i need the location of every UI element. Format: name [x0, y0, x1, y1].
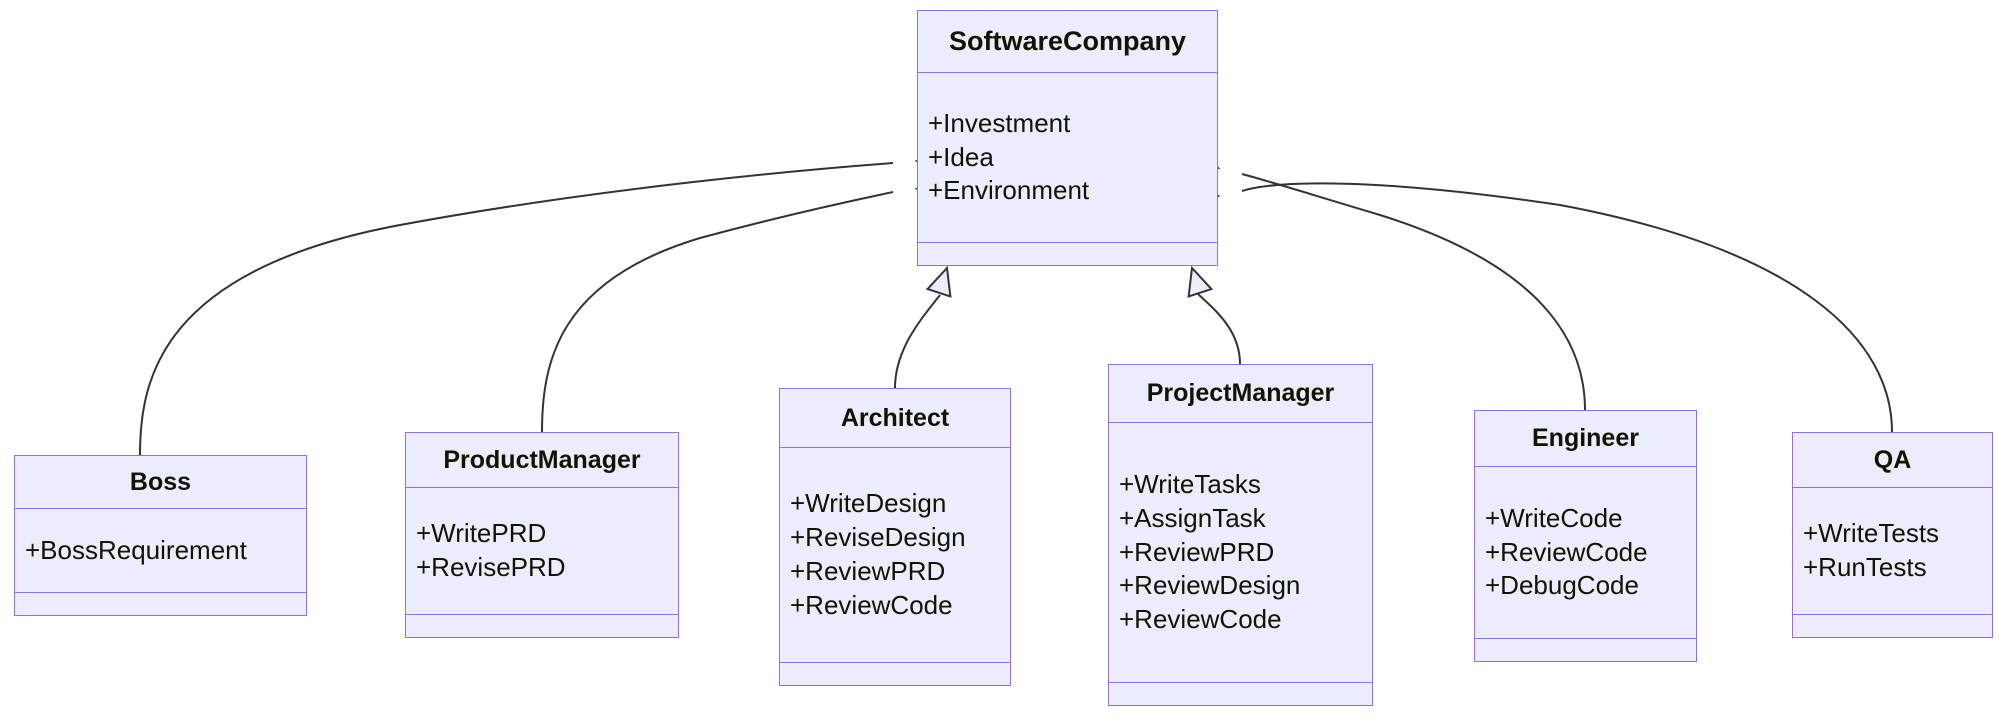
class-attribute: +ReviewCode	[790, 589, 953, 620]
class-attribute: +WriteTests	[1803, 518, 1940, 549]
class-attribute: +ReviewCode	[1119, 604, 1282, 635]
class-attribute: +ReviseDesign	[790, 522, 966, 553]
class-title-boss: Boss	[15, 456, 306, 509]
class-title-architect: Architect	[780, 389, 1010, 448]
class-node-softwarecompany[interactable]: SoftwareCompany+Investment+Idea+Environm…	[917, 10, 1218, 266]
class-attribute: +Investment	[928, 107, 1071, 138]
class-attributes-softwarecompany: +Investment+Idea+Environment	[918, 73, 1217, 243]
class-methods-architect	[780, 663, 1010, 685]
class-node-qa[interactable]: QA+WriteTests+RunTests	[1792, 432, 1993, 638]
class-attribute: +WriteTasks	[1119, 469, 1261, 499]
class-attributes-engineer: +WriteCode+ReviewCode+DebugCode	[1475, 467, 1696, 639]
arrowhead-architect-to-softwarecompany	[925, 265, 952, 298]
class-node-boss[interactable]: Boss +BossRequirement	[14, 455, 307, 616]
class-attribute: +ReviewDesign	[1119, 570, 1301, 601]
class-title-qa: QA	[1793, 433, 1992, 488]
class-attributes-qa: +WriteTests+RunTests	[1793, 488, 1992, 615]
class-attribute: +WriteCode	[1485, 502, 1623, 533]
edge-projectmanager-to-softwarecompany	[1197, 293, 1241, 365]
class-node-projectmanager[interactable]: ProjectManager+WriteTasks+AssignTask+Rev…	[1108, 364, 1373, 706]
class-attribute: +AssignTask	[1119, 502, 1266, 533]
class-methods-boss	[15, 593, 306, 615]
class-methods-qa	[1793, 615, 1992, 637]
class-attribute: +RevisePRD	[416, 552, 566, 582]
class-node-engineer[interactable]: Engineer+WriteCode+ReviewCode+DebugCode	[1474, 410, 1697, 662]
arrowhead-projectmanager-to-softwarecompany	[1187, 265, 1214, 298]
class-methods-engineer	[1475, 639, 1696, 661]
class-attribute: +DebugCode	[1485, 570, 1639, 601]
class-attribute: +ReviewPRD	[1119, 536, 1275, 567]
class-attribute: +BossRequirement	[25, 534, 247, 565]
class-attribute: +WritePRD	[416, 518, 547, 549]
edge-architect-to-softwarecompany	[894, 294, 941, 389]
class-attribute: +Idea	[928, 141, 994, 172]
class-methods-projectmanager	[1109, 683, 1372, 705]
class-attributes-projectmanager: +WriteTasks+AssignTask+ReviewPRD+ReviewD…	[1109, 423, 1372, 683]
class-attribute: +ReviewCode	[1485, 536, 1648, 567]
class-node-architect[interactable]: Architect+WriteDesign+ReviseDesign+Revie…	[779, 388, 1011, 686]
class-attribute: +WriteDesign	[790, 488, 947, 519]
class-node-productmanager[interactable]: ProductManager+WritePRD+RevisePRD	[405, 432, 679, 638]
class-attributes-architect: +WriteDesign+ReviseDesign+ReviewPRD+Revi…	[780, 448, 1010, 663]
class-title-engineer: Engineer	[1475, 411, 1696, 467]
class-methods-softwarecompany	[918, 243, 1217, 265]
class-attribute: +RunTests	[1803, 552, 1927, 582]
class-title-softwarecompany: SoftwareCompany	[918, 11, 1217, 73]
class-attribute: +ReviewPRD	[790, 556, 946, 586]
class-title-productmanager: ProductManager	[406, 433, 678, 488]
class-attributes-boss: +BossRequirement	[15, 509, 306, 593]
class-attribute: +Environment	[928, 175, 1090, 206]
class-attributes-productmanager: +WritePRD+RevisePRD	[406, 488, 678, 615]
class-methods-productmanager	[406, 615, 678, 637]
class-title-projectmanager: ProjectManager	[1109, 365, 1372, 423]
